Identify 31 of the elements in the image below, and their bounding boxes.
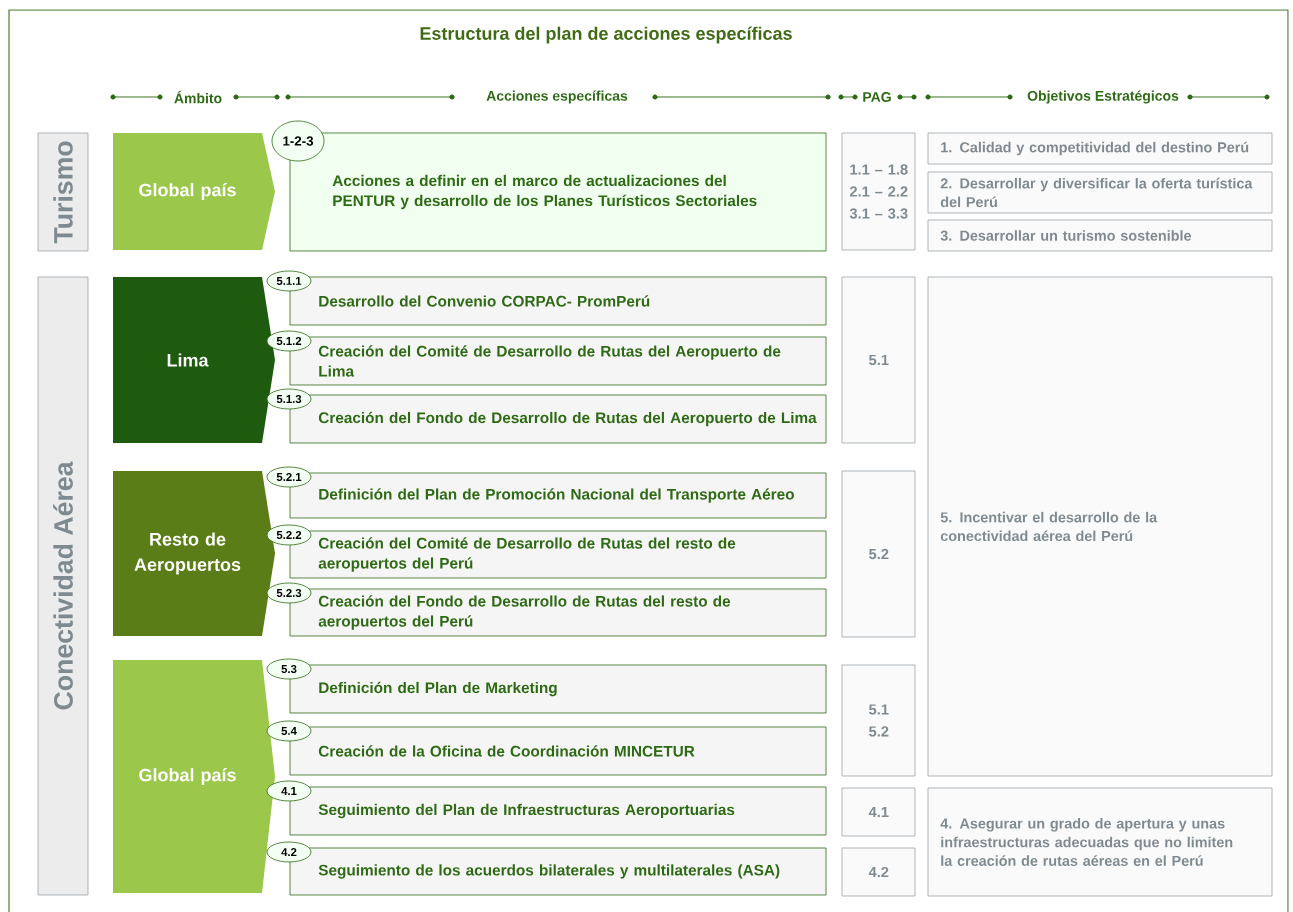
scope-chevron: Global país	[113, 660, 275, 893]
pag-box: 1.1 – 1.8 2.1 – 2.2 3.1 – 3.3	[841, 132, 916, 251]
pag-box: 5.1	[841, 276, 916, 444]
objective-box: 4. Asegurar un grado de apertura y unas infraestructuras adecuadas que no limiten la creación de rutas aéreas en el Perú	[927, 787, 1273, 897]
number-badge: 5.2.3	[266, 582, 312, 604]
side-band: Conectividad Aérea	[37, 276, 89, 896]
pag-box: 5.1 5.2	[841, 664, 916, 777]
number-badge: 4.2	[266, 841, 312, 863]
number-badge: 5.4	[266, 720, 312, 742]
objective-box: 2. Desarrollar y diversificar la oferta turística del Perú	[927, 171, 1273, 214]
number-badge: 1-2-3	[271, 120, 325, 162]
pag-box: 4.2	[841, 847, 916, 897]
pag-box: 5.2	[841, 470, 916, 638]
objective-box: 5. Incentivar el desarrollo de la conectividad aérea del Perú	[927, 276, 1273, 777]
pag-box: 4.1	[841, 787, 916, 837]
number-badge: 5.1.2	[266, 330, 312, 352]
number-badge: 5.2.2	[266, 524, 312, 546]
column-header: Ámbito	[171, 88, 225, 106]
column-header: PAG	[859, 89, 895, 105]
title: Estructura del plan de acciones específicas	[420, 26, 792, 44]
scope-chevron: Global país	[113, 133, 275, 250]
side-band: Turismo	[37, 132, 89, 252]
objective-box: 3. Desarrollar un turismo sostenible	[927, 219, 1273, 252]
number-badge: 5.3	[266, 658, 312, 680]
number-badge: 4.1	[266, 780, 312, 802]
objective-box: 1. Calidad y competitividad del destino Perú	[927, 132, 1273, 165]
scope-chevron: Lima	[113, 277, 275, 443]
scope-chevron: Resto de Aeropuertos	[113, 471, 275, 636]
number-badge: 5.2.1	[266, 466, 312, 488]
number-badge: 5.1.1	[266, 270, 312, 292]
number-badge: 5.1.3	[266, 388, 312, 410]
